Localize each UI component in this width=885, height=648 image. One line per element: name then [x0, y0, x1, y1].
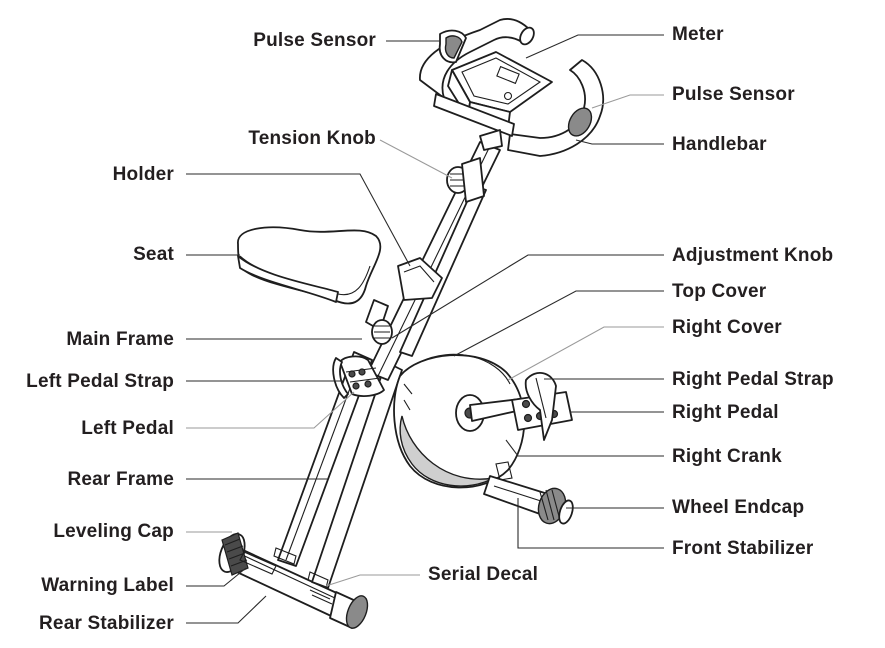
- label-right-cover: Right Cover: [672, 317, 782, 338]
- label-left-pedal-strap: Left Pedal Strap: [26, 371, 174, 392]
- label-front-stabilizer: Front Stabilizer: [672, 538, 814, 559]
- adjustment-knob-part: [371, 319, 393, 345]
- right-pedal-part: [511, 372, 573, 441]
- label-seat: Seat: [133, 244, 174, 265]
- label-serial-decal: Serial Decal: [428, 564, 539, 585]
- label-right-pedal: Right Pedal: [672, 402, 779, 423]
- label-right-pedal-strap: Right Pedal Strap: [672, 369, 834, 390]
- rear-frame-part: [273, 351, 403, 589]
- front-stabilizer-part: [483, 475, 574, 525]
- left-pedal-part: [332, 355, 385, 399]
- label-right-crank: Right Crank: [672, 446, 782, 467]
- label-pulse-sensor-right: Pulse Sensor: [672, 84, 795, 105]
- label-adjustment-knob: Adjustment Knob: [672, 245, 834, 266]
- handlebar-part: [419, 18, 604, 157]
- tension-knob-part: [446, 157, 485, 203]
- label-left-pedal: Left Pedal: [81, 418, 174, 439]
- label-meter: Meter: [672, 24, 724, 45]
- label-rear-frame: Rear Frame: [67, 469, 174, 490]
- label-holder: Holder: [112, 164, 174, 185]
- label-warning-label: Warning Label: [41, 575, 174, 596]
- label-rear-stabilizer: Rear Stabilizer: [39, 613, 174, 634]
- label-main-frame: Main Frame: [66, 329, 174, 350]
- label-leveling-cap: Leveling Cap: [53, 521, 174, 542]
- label-tension-knob: Tension Knob: [248, 128, 376, 149]
- label-wheel-endcap: Wheel Endcap: [672, 497, 805, 518]
- seat-part: [237, 226, 389, 331]
- rear-stabilizer-part: [218, 532, 369, 629]
- label-top-cover: Top Cover: [672, 281, 767, 302]
- holder-part: [397, 257, 443, 301]
- meter-part: [433, 51, 553, 151]
- leader-lines: [186, 34, 664, 624]
- flywheel-housing-part: [393, 353, 531, 489]
- label-pulse-sensor-left: Pulse Sensor: [253, 30, 376, 51]
- label-handlebar: Handlebar: [672, 134, 767, 155]
